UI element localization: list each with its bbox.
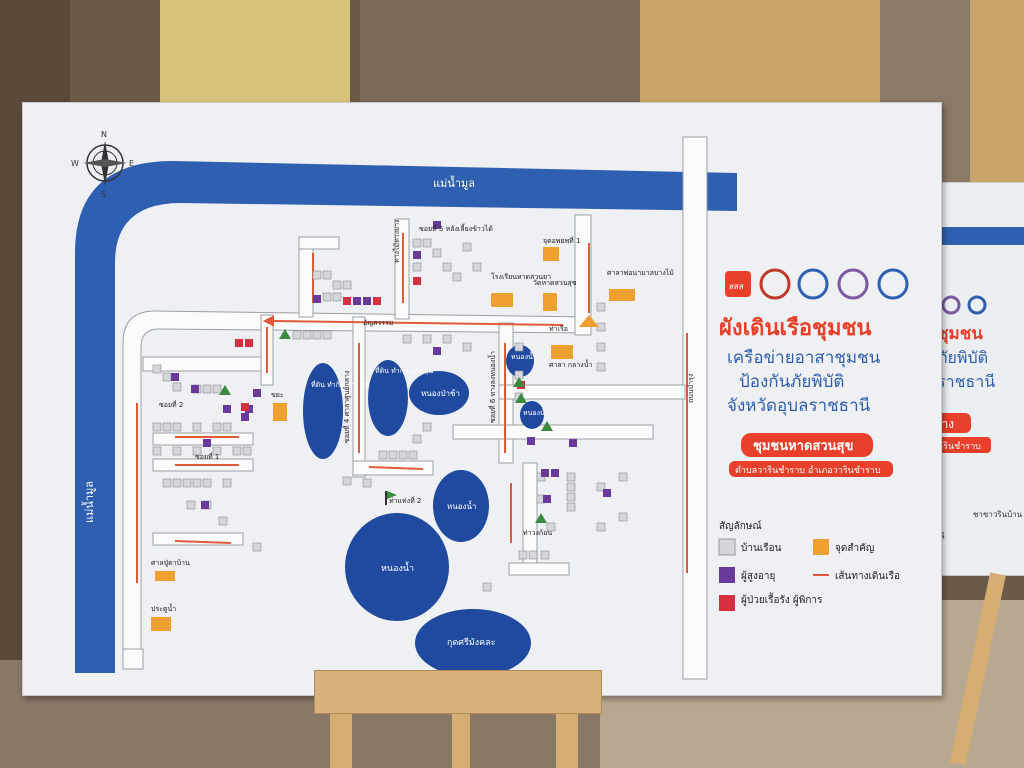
elderly-markers xyxy=(171,221,611,509)
houses xyxy=(152,238,628,592)
water-gate-label: ประตูน้ำ xyxy=(151,602,176,613)
compass-icon: N S E W xyxy=(71,130,134,199)
boat-routes xyxy=(136,233,688,583)
svg-text:S: S xyxy=(101,190,106,199)
logos: สสส xyxy=(725,268,909,300)
land-1-label: ที่ดิน ทำกิน นายทุน xyxy=(311,380,369,389)
pier-icon xyxy=(579,315,599,327)
water-gate-icon xyxy=(151,617,171,631)
pond-center-label: หนองป่าช้า xyxy=(421,389,460,398)
pond-1 xyxy=(506,345,534,377)
land-pond-1 xyxy=(303,363,343,459)
river-top-label: แม่น้ำมูล xyxy=(433,175,475,190)
sala-label: ศาลาพ่อนามาลบางไม้ xyxy=(607,268,674,277)
ponds xyxy=(303,345,544,677)
svg-text:W: W xyxy=(71,159,79,168)
legend-elderly: ผู้สูงอายุ xyxy=(741,570,775,582)
sala-icon xyxy=(609,289,635,301)
side-line-5: วารินชำราบ xyxy=(933,441,981,452)
temple-icon xyxy=(543,293,557,311)
side-line-1: ชุมชน xyxy=(937,324,983,344)
svg-text:สสส: สสส xyxy=(729,282,744,291)
easel-leg-center xyxy=(452,700,470,768)
pond-3 xyxy=(433,470,489,542)
school-icon xyxy=(491,293,513,307)
pond-bottom xyxy=(415,609,531,677)
legend-title: สัญลักษณ์ xyxy=(719,520,762,532)
window-dark xyxy=(360,0,640,110)
school-label: โรงเรียนหาดสวนยา xyxy=(491,272,551,281)
gathering-point-label: จุดอพยพที่ 1 xyxy=(543,236,580,245)
pond-2 xyxy=(520,401,544,429)
pier-2-label: ท่าแท่งที่ 2 xyxy=(389,496,421,505)
pond-big-label: หนองน้ำ xyxy=(381,561,414,574)
side-line-6: ชาชาวรินบ้าน xyxy=(973,510,1023,519)
evacuation-icon xyxy=(543,247,559,261)
pond-1-label: หนองน้ำ xyxy=(511,350,537,361)
temple-label: วัดหาดสวนสุข xyxy=(533,279,577,287)
pond-3-label: หนองน้ำ xyxy=(447,500,476,511)
svg-text:E: E xyxy=(129,159,134,168)
shrine-label: ศาลปู่ตาบ้าน xyxy=(151,559,190,567)
bathing-label: ท่าวงก้อน xyxy=(523,529,552,537)
garbage-label: ขยะ xyxy=(271,391,284,399)
land-2-label: ที่ดิน ทำกิน นายทุน xyxy=(375,366,433,375)
side-line-3: ราชธานี xyxy=(937,372,995,391)
org-logo-icon xyxy=(759,268,791,300)
sss-logo-icon xyxy=(725,271,751,297)
alley-6-label: ซอยที่ 6 ทางลงหนองน้ำ xyxy=(486,351,497,423)
legend-keypoint: จุดสำคัญ xyxy=(835,543,874,554)
easel-top-bar xyxy=(314,670,602,714)
community-map-board: แม่น้ำมูล แม่น้ำมูล N S E W xyxy=(22,102,942,696)
legend: บ้านเรือน จุดสำคัญ ผู้สูงอายุ เส้นทางเดิ… xyxy=(718,538,900,611)
svg-text:N: N xyxy=(101,130,107,139)
road-network xyxy=(122,136,708,680)
green-markers xyxy=(219,329,553,523)
river-left-label: แม่น้ำมูล xyxy=(81,481,96,523)
sala-center-icon xyxy=(551,345,573,359)
sala-center-label: ศาลา กลางน้ำ xyxy=(549,358,592,369)
pond-center xyxy=(409,371,469,415)
subtitle-line-2: ป้องกันภัยพิบัติ xyxy=(739,372,844,392)
key-points xyxy=(151,247,635,631)
land-pond-2 xyxy=(368,360,408,436)
location-label: ตำบลวารินชำราบ อำเภอวารินชำราบ xyxy=(735,465,881,476)
easel-leg-right xyxy=(556,700,578,768)
side-board: ชุมชน ภัยพิบัติ ราชธานี ร้าง วารินชำราบ … xyxy=(930,182,1024,576)
alley-5-label: ซอยที่ 5 หลังเลี้ยงข้าวได้ xyxy=(419,222,493,233)
subtitle-line-1: เครือข่ายอาสาชุมชน xyxy=(727,348,881,368)
legend-house: บ้านเรือน xyxy=(741,542,782,554)
map-canvas: แม่น้ำมูล แม่น้ำมูล N S E W xyxy=(71,130,909,680)
board-title: ผังเดินเรือชุมชน xyxy=(719,316,871,342)
side-line-2: ภัยพิบัติ xyxy=(937,348,988,367)
easel-leg-left xyxy=(330,700,352,768)
shrine-icon xyxy=(155,571,175,581)
garbage-icon xyxy=(273,403,287,421)
road-main-label: อัญสรรรม xyxy=(363,319,393,327)
alley-1-label: ซอยที่ 1 xyxy=(195,452,219,461)
community-name: ชุมชนหาดสวนสุข xyxy=(753,439,853,454)
legend-chronic: ผู้ป่วยเรื้อรัง ผู้พิการ xyxy=(741,592,823,606)
window-light xyxy=(160,0,350,110)
network-logo-icon xyxy=(837,268,869,300)
pond-2-label: หนองน้ำ xyxy=(523,406,549,417)
alley-4-label: ซอยที่ 4 ศาลาศูนย์กลาง xyxy=(342,371,351,443)
pond-big xyxy=(345,513,449,621)
pond-bottom-label: กุดศรีมังคละ xyxy=(447,637,496,648)
dept-logo-icon xyxy=(797,268,829,300)
subtitle-line-3: จังหวัดอุบลราชธานี xyxy=(727,396,871,416)
alley-2-label: ซอยที่ 2 xyxy=(159,400,183,409)
pier-label: ท่าเรือ xyxy=(549,325,568,333)
krung-road-label: ถนนบำรุง xyxy=(687,374,695,403)
eye-logo-icon xyxy=(877,268,909,300)
rail-street-label: ทางไม้ทางยาง xyxy=(392,219,401,263)
legend-route: เส้นทางเดินเรือ xyxy=(835,570,900,582)
